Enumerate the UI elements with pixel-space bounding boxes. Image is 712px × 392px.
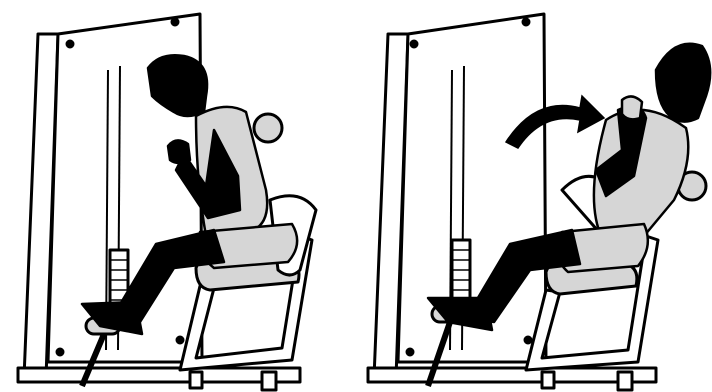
start-position-panel bbox=[0, 0, 356, 392]
frame-bolt bbox=[523, 19, 529, 25]
base-foot bbox=[618, 372, 632, 390]
frame-bolt bbox=[57, 349, 63, 355]
base-foot bbox=[190, 372, 202, 388]
person-hand bbox=[168, 140, 190, 163]
base-foot bbox=[262, 372, 276, 390]
frame-bolt bbox=[525, 337, 531, 343]
frame-bolt bbox=[407, 349, 413, 355]
person-hand bbox=[622, 96, 642, 119]
end-position-panel bbox=[356, 0, 712, 392]
machine-base bbox=[368, 368, 656, 382]
frame-bolt bbox=[172, 19, 178, 25]
machine-base bbox=[18, 368, 300, 382]
person-head bbox=[656, 44, 710, 122]
base-foot bbox=[542, 372, 554, 388]
frame-bolt bbox=[177, 337, 183, 343]
frame-bolt bbox=[411, 41, 417, 47]
end-position-drawing bbox=[356, 0, 712, 392]
start-position-drawing bbox=[0, 0, 356, 392]
shoulder-roller bbox=[254, 114, 282, 142]
frame-bolt bbox=[67, 41, 73, 47]
